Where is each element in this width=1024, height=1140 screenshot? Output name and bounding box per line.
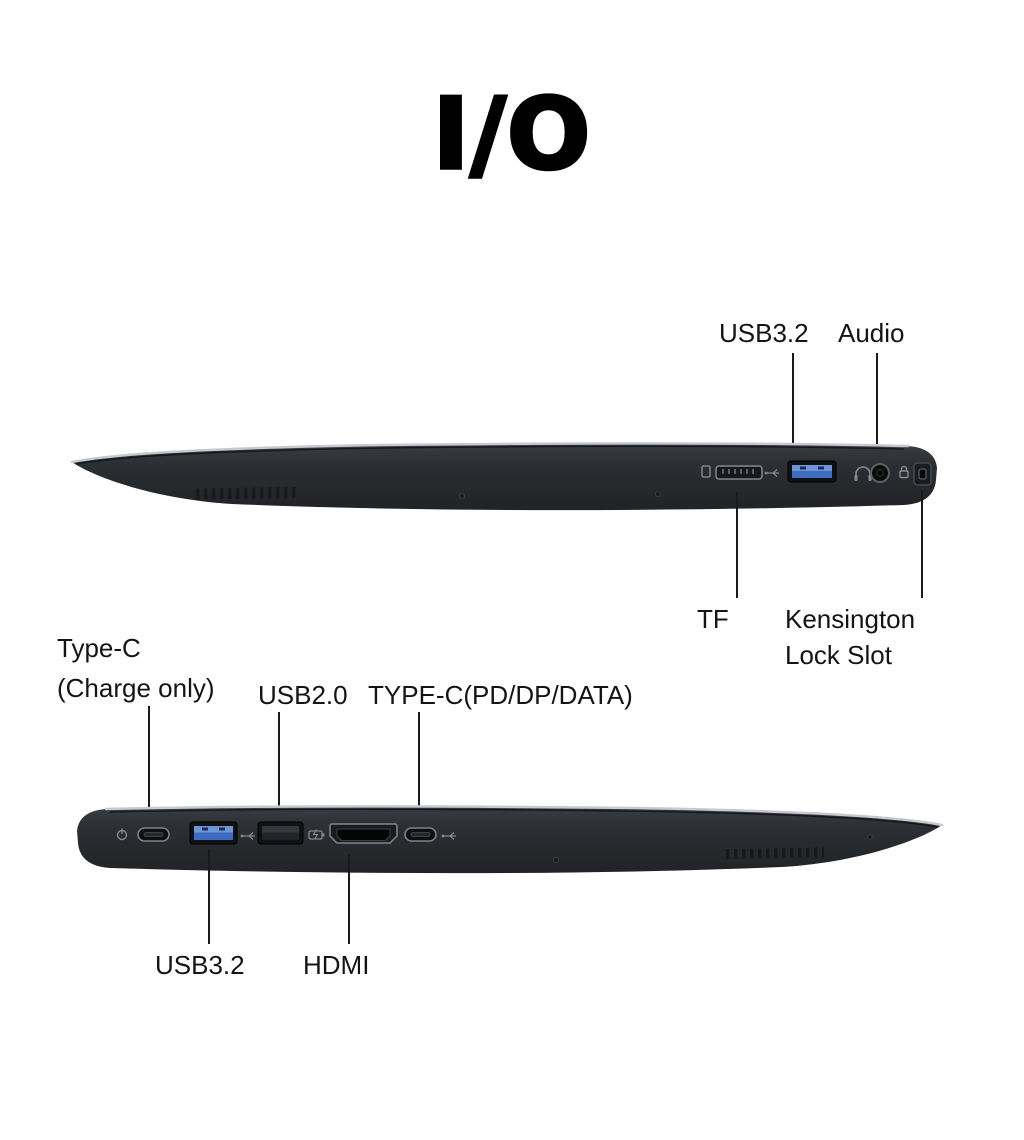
kensington-lock-slot: [913, 462, 932, 486]
label-tf: TF: [697, 604, 729, 634]
label-kensington-line1: Kensington: [785, 604, 916, 634]
laptop-body: [72, 443, 937, 511]
label-type-c-pd-dp-data: TYPE-C(PD/DP/DATA): [368, 680, 633, 710]
leader-line-hdmi: [348, 854, 350, 944]
sd-card-icon: [701, 465, 711, 478]
label-type-c-line1: Type-C: [57, 633, 141, 663]
screw-dot: [867, 834, 873, 840]
lock-icon: [899, 465, 909, 479]
leader-line-type-c-charge: [148, 706, 150, 822]
usb-ss-icon: [764, 469, 779, 477]
usb2-0-type-a-port: [257, 821, 304, 845]
leader-line-usb3-2-left: [208, 850, 210, 944]
leader-line-usb3-2-right: [792, 353, 794, 461]
label-hdmi: HDMI: [303, 950, 370, 980]
screw-dot: [552, 857, 559, 864]
tf-card-slot: [701, 465, 763, 480]
lid-seam: [109, 808, 939, 828]
leader-line-kensington: [921, 490, 923, 598]
vent-grille-icon: [195, 487, 299, 500]
label-type-c-line2: (Charge only): [57, 673, 215, 704]
label-usb3-2-right: USB3.2: [719, 318, 809, 348]
battery-charge-icon: [308, 829, 325, 840]
leader-line-tf: [736, 492, 738, 598]
label-usb3-2-left: USB3.2: [155, 950, 245, 980]
usb-ss-icon: [441, 832, 456, 840]
usb3-2-type-a-port: [189, 821, 238, 845]
type-c-charge-only-port: [137, 827, 170, 842]
usb3-2-type-a-port: [787, 460, 837, 483]
leader-line-usb2-0: [278, 712, 280, 818]
headphone-icon: [854, 466, 872, 481]
lid-edge-highlight: [70, 442, 910, 464]
lid-seam: [75, 445, 905, 465]
screw-dot: [655, 491, 662, 498]
power-icon: [116, 828, 128, 841]
usb-trident-icon: [240, 832, 255, 840]
laptop-left-side-view: [77, 805, 944, 874]
screw-dot: [458, 493, 465, 500]
hdmi-port: [329, 823, 398, 844]
laptop-right-side-view: [70, 442, 937, 511]
label-audio: Audio: [838, 318, 905, 348]
label-usb2-0: USB2.0: [258, 680, 348, 710]
leader-line-audio: [876, 353, 878, 455]
label-kensington-line2: Lock Slot: [785, 639, 892, 670]
lid-edge-highlight: [104, 805, 944, 827]
label-type-c-charge-only: Type-C (Charge only): [57, 628, 215, 709]
leader-line-type-c-pd: [418, 712, 420, 822]
audio-jack: [870, 463, 890, 483]
vent-grille-icon: [725, 847, 825, 859]
label-kensington-lock-slot: Kensington Lock Slot: [785, 602, 915, 674]
type-c-pd-dp-data-port: [404, 827, 437, 842]
page-title: I/O: [431, 76, 592, 194]
